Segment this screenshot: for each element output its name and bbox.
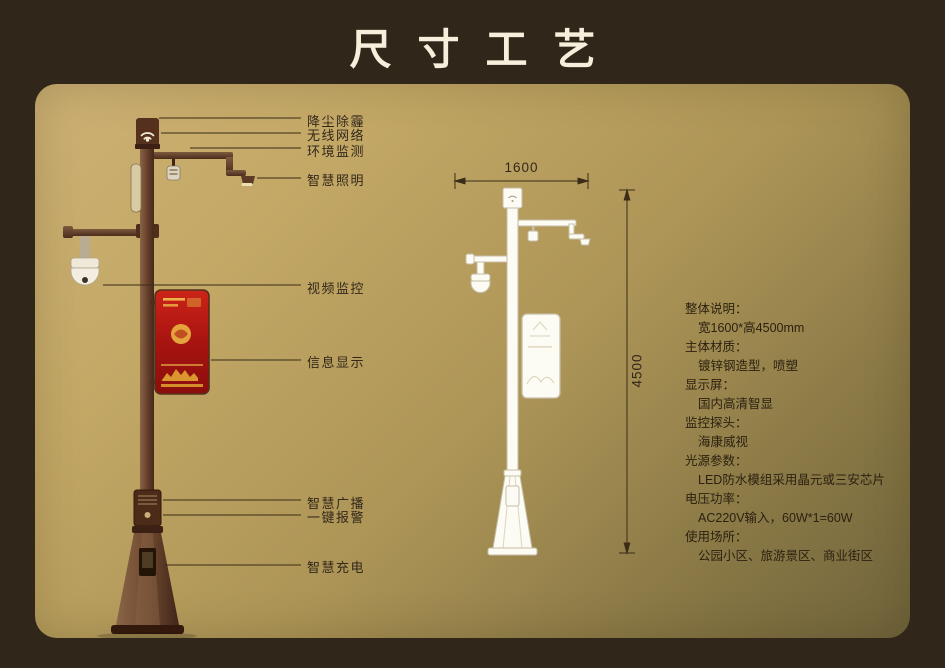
- led-info-screen: [150, 289, 210, 395]
- callout-wireless-network: 无线网络: [307, 128, 366, 143]
- smart-lamp-arm: [153, 152, 255, 186]
- callout-smart-charging: 智慧充电: [307, 560, 366, 575]
- speaker-alarm-box: [133, 489, 162, 527]
- lamp-head: [241, 176, 255, 184]
- pole-diagram-svg: [63, 117, 635, 638]
- callout-video-surveillance: 视频监控: [307, 281, 366, 296]
- dimension-width-line: [453, 173, 590, 189]
- dimension-width-label: 1600: [504, 160, 539, 175]
- page-title: 尺寸工艺: [349, 26, 622, 73]
- callout-smart-lighting: 智慧照明: [307, 173, 366, 188]
- smart-light-module: [130, 163, 142, 213]
- spec-heading-camera: 监控探头：: [685, 416, 748, 430]
- spec-value-lightsource: LED防水模组采用晶元或三安芯片: [698, 473, 885, 487]
- spec-heading-usage: 使用场所：: [685, 530, 748, 544]
- environment-sensor: [166, 159, 181, 181]
- spec-heading-lightsource: 光源参数：: [685, 454, 748, 468]
- dimension-height-label: 4500: [629, 353, 645, 388]
- spec-value-overall: 宽1600*高4500mm: [698, 321, 805, 335]
- spec-value-camera: 海康威视: [698, 435, 749, 449]
- callout-lines: [103, 117, 301, 566]
- smart-pole-illustration: [63, 118, 255, 638]
- charging-base: [97, 526, 197, 638]
- wifi-icon: [140, 132, 155, 142]
- spec-heading-power: 电压功率：: [685, 492, 748, 506]
- spec-value-usage: 公园小区、旅游景区、商业街区: [698, 549, 874, 563]
- spec-list: 整体说明： 宽1600*高4500mm 主体材质： 镀锌钢造型，喷塑 显示屏： …: [685, 300, 930, 566]
- spec-heading-display: 显示屏：: [685, 378, 736, 392]
- callout-environment-monitoring: 环境监测: [307, 144, 366, 159]
- spec-value-display: 国内高清智显: [698, 397, 774, 411]
- spec-heading-material: 主体材质：: [685, 340, 748, 354]
- callout-one-key-alarm: 一键报警: [307, 510, 366, 525]
- dimension-height-line: [619, 188, 635, 555]
- callout-info-display: 信息显示: [307, 355, 366, 370]
- spec-value-power: AC220V输入，60W*1=60W: [698, 511, 853, 525]
- callout-smart-broadcast: 智慧广播: [307, 496, 366, 511]
- spec-heading-overall: 整体说明：: [685, 302, 748, 316]
- callout-dust-haze-removal: 降尘除霾: [307, 114, 366, 129]
- cctv-dome-camera-icon: [70, 236, 100, 286]
- spec-value-material: 镀锌钢造型，喷塑: [698, 359, 799, 373]
- content-panel: 降尘除霾 无线网络 环境监测 智慧照明 视频监控 信息显示 智慧广播 一键报警 …: [35, 84, 910, 638]
- outline-pole-illustration: [465, 187, 591, 556]
